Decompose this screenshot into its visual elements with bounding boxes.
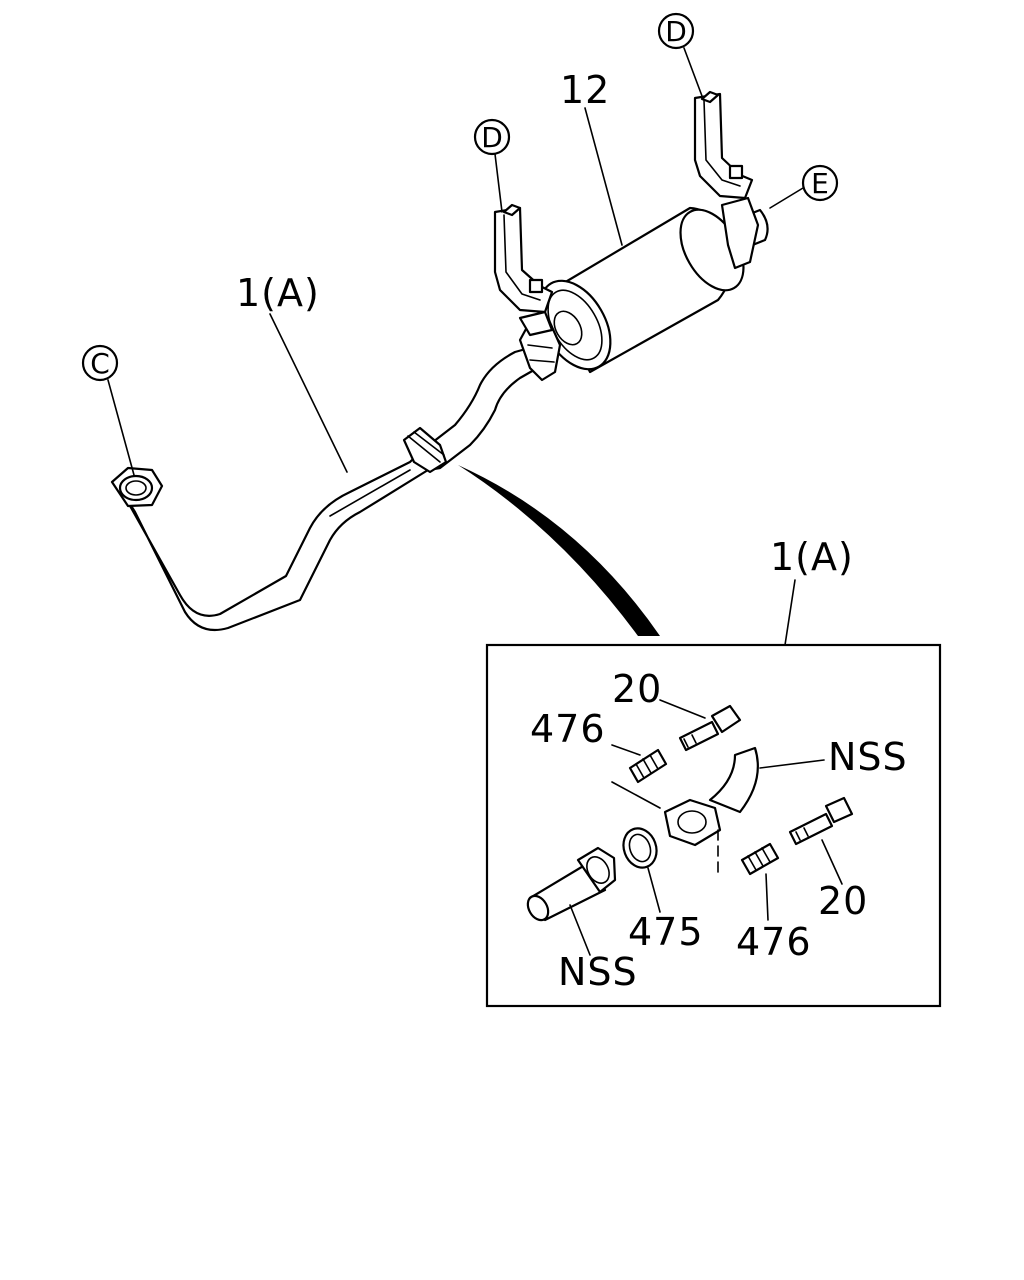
leader-muffler — [584, 107, 623, 246]
leader-nss-flange-pipe — [759, 759, 825, 769]
callout-c-text: C — [90, 347, 110, 380]
gasket — [622, 827, 658, 869]
leader-nss-pipe — [569, 904, 591, 956]
label-front-pipe: 1(A) — [236, 271, 320, 315]
bolt-top — [678, 704, 742, 752]
spring-top — [628, 748, 668, 784]
pipe-nss — [526, 846, 617, 922]
detail-pointer — [458, 465, 660, 636]
pipe-joint-clamp — [402, 426, 448, 474]
detail-box — [485, 643, 942, 1008]
inlet-flange — [110, 466, 164, 508]
callout-d-left: D — [473, 118, 511, 213]
leader-gasket — [647, 867, 661, 913]
callout-e-text: E — [811, 167, 829, 200]
label-bolt-bottom: 20 — [818, 879, 868, 923]
leader-spring-top — [611, 744, 641, 756]
callout-e: E — [769, 164, 839, 209]
hanger-right — [693, 90, 760, 270]
alignment-line-top — [611, 781, 661, 809]
label-spring-top: 476 — [530, 707, 606, 751]
callout-d-right-text: D — [665, 15, 687, 48]
hanger-left — [493, 203, 554, 337]
leader-bolt-bottom — [821, 839, 843, 885]
label-nss-flange-pipe: NSS — [828, 735, 908, 779]
label-nss-pipe: NSS — [558, 950, 638, 994]
label-spring-bottom: 476 — [736, 920, 812, 964]
leader-spring-bottom — [765, 873, 769, 921]
leader-bolt-top — [659, 699, 706, 719]
label-detail-title: 1(A) — [770, 535, 854, 579]
front-pipe — [118, 343, 550, 632]
leader-front-pipe — [269, 313, 348, 473]
leader-detail-title — [784, 579, 796, 646]
bolt-bottom — [788, 796, 854, 846]
flange-pipe-nss — [663, 746, 759, 847]
callout-d-left-text: D — [481, 121, 503, 154]
label-gasket: 475 — [628, 910, 704, 954]
label-bolt-top: 20 — [612, 667, 662, 711]
callout-c: C — [81, 344, 135, 476]
label-muffler: 12 — [560, 68, 610, 112]
spring-bottom — [740, 842, 780, 876]
callout-d-right: D — [657, 12, 703, 97]
